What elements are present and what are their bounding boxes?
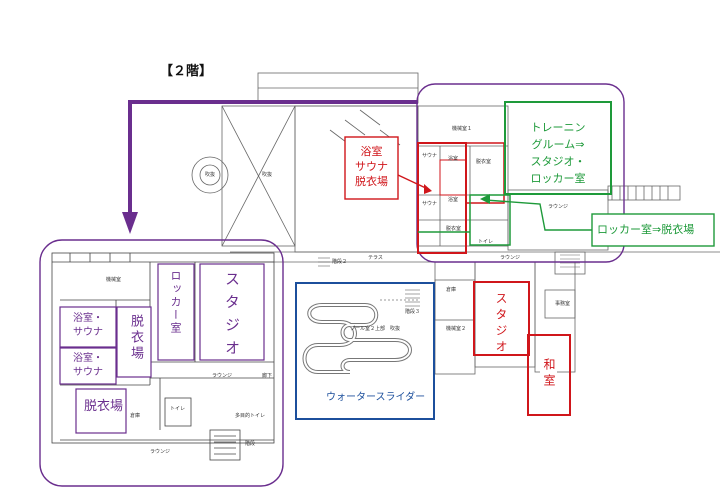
plan-bath-a: 浴室: [448, 156, 459, 162]
plan-atrium-mid: 吹抜: [262, 172, 273, 178]
inset-dressing-2-text: 脱衣場: [84, 399, 124, 414]
label-toilet: トイレ: [170, 406, 186, 412]
green-callout-box: [591, 213, 715, 247]
label-machine-room: 機械室: [106, 277, 122, 283]
callout-training-room: トレーニン グルーム⇒ スタジオ・ ロッカー室: [515, 119, 601, 187]
plan-lounge-a: ラウンジ: [548, 204, 569, 210]
plan-sauna-b: サウナ: [422, 201, 438, 207]
pool-outline: [295, 282, 435, 420]
callout-line-sauna: サウナ: [355, 160, 388, 173]
plan-terrace: テラス: [368, 255, 383, 261]
training-line-4: ロッカー室: [530, 172, 586, 185]
plan-dressing-b: 脱衣室: [446, 226, 462, 232]
plan-bath-b: 浴室: [448, 197, 459, 203]
callout-line-bath: 浴室: [360, 145, 383, 158]
plan-toilet: トイレ: [478, 239, 494, 245]
inset-bath-2: 浴室・: [73, 353, 103, 364]
label-lounge-bottom: ラウンジ: [150, 449, 171, 455]
inset-bath-sauna-2: 浴室・ サウナ: [62, 352, 114, 380]
plan-machine-room-2: 機械室２: [446, 326, 467, 332]
water-slider-track: [302, 303, 412, 374]
label-storage: 倉庫: [130, 413, 141, 419]
label-lounge-top: ラウンジ: [212, 373, 233, 379]
label-handicap-toilet: 多目的トイレ: [235, 413, 266, 419]
inset-bath-sauna-1: 浴室・ サウナ: [62, 312, 114, 340]
inset-dressing-1: 脱衣場: [128, 314, 143, 362]
plan-atrium-left: 吹抜: [205, 172, 216, 178]
purple-arrow-head: [122, 212, 138, 234]
plan-dressing-a: 脱衣室: [476, 159, 492, 165]
plan-stairs-3: 階段３: [405, 309, 421, 315]
plan-pool-label: プール室２上部 吹抜: [350, 326, 401, 332]
plan-office: 事務室: [555, 301, 571, 307]
floor-title: 【２階】: [160, 64, 213, 79]
green-callout-arrow: [484, 199, 592, 231]
training-line-1: トレーニン: [530, 121, 586, 134]
inset-studio: スタジオ: [223, 271, 241, 363]
inset-purple-boxes: [59, 263, 265, 434]
red-boxes: [417, 142, 571, 416]
plan-stairs-2: 階段２: [332, 259, 348, 265]
label-stairs: 階段: [245, 441, 256, 447]
plan-warehouse: 倉庫: [446, 287, 457, 293]
plan-machine-room-1: 機械室１: [452, 126, 473, 132]
inset-bath-1: 浴室・: [73, 313, 103, 324]
inset-sauna-2: サウナ: [73, 367, 103, 378]
callout-japanese-room: 和室: [540, 356, 557, 392]
callout-line-dressing: 脱衣場: [355, 175, 388, 188]
label-hall: 廊下: [262, 373, 273, 379]
callout-studio: スタジオ: [494, 292, 508, 356]
callout-bath-sauna-dressing: 浴室 サウナ 脱衣場: [349, 144, 394, 189]
training-line-2: グルーム⇒: [531, 138, 585, 151]
callout-locker-to-dressing: ロッカー室⇒脱衣場: [597, 223, 695, 236]
inset-locker-room: ロッカー室: [169, 270, 182, 335]
plan-lounge-b: ラウンジ: [500, 255, 521, 261]
plan-sauna-a: サウナ: [422, 153, 438, 159]
red-callout-box: [344, 136, 399, 200]
inset-dressing-2: 脱衣場: [84, 395, 123, 414]
training-line-3: スタジオ・: [530, 155, 586, 168]
inset-sauna-1: サウナ: [73, 327, 103, 338]
water-slider-label: ウォータースライダー: [326, 392, 426, 403]
